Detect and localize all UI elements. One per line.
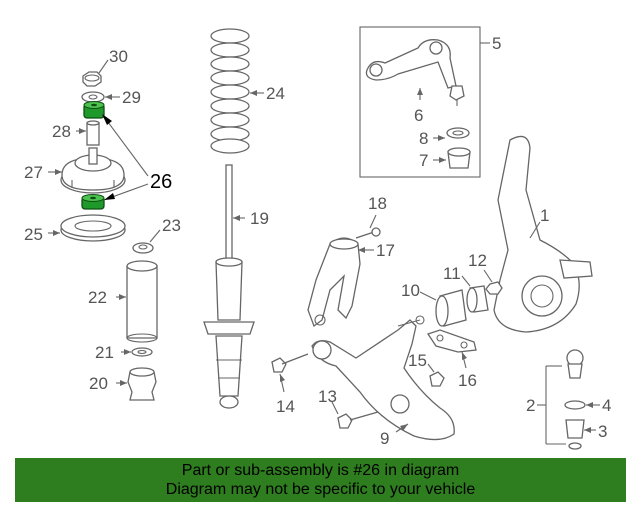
- part-7-bushing[interactable]: [447, 147, 471, 169]
- callout-29[interactable]: 29: [122, 88, 141, 107]
- part-11-bushing[interactable]: [466, 285, 489, 313]
- callout-28[interactable]: 28: [52, 122, 71, 141]
- callout-24[interactable]: 24: [266, 84, 285, 103]
- part-29-washer[interactable]: [81, 91, 105, 103]
- callout-7[interactable]: 7: [419, 151, 428, 170]
- part-23-bump-cap[interactable]: [132, 242, 154, 254]
- callout-19[interactable]: 19: [250, 209, 269, 228]
- callout-17[interactable]: 17: [376, 241, 395, 260]
- part-27-upper-mount[interactable]: [60, 147, 126, 194]
- part-30-nut[interactable]: [82, 71, 102, 87]
- part-20-bump-stop[interactable]: [127, 367, 157, 401]
- banner-line-1: Part or sub-assembly is #26 in diagram: [181, 462, 460, 479]
- part-10-bushing[interactable]: [435, 289, 467, 327]
- callout-20[interactable]: 20: [89, 374, 108, 393]
- callout-8[interactable]: 8: [419, 129, 428, 148]
- callout-18[interactable]: 18: [368, 194, 387, 213]
- part-6-upper-control-arm[interactable]: [365, 39, 465, 106]
- callout-15[interactable]: 15: [408, 351, 427, 370]
- part-16-bracket[interactable]: [426, 329, 477, 353]
- callout-12[interactable]: 12: [468, 251, 487, 270]
- callout-1[interactable]: 1: [540, 206, 549, 225]
- callout-13[interactable]: 13: [318, 387, 337, 406]
- callout-21[interactable]: 21: [95, 343, 114, 362]
- upper-arm-group-box: [359, 26, 481, 178]
- callout-4[interactable]: 4: [602, 396, 611, 415]
- part-12-nut[interactable]: [485, 281, 503, 295]
- part-19-strut[interactable]: [203, 164, 255, 409]
- part-3-boot[interactable]: [565, 419, 585, 450]
- callout-30[interactable]: 30: [109, 47, 128, 66]
- callout-23[interactable]: 23: [162, 216, 181, 235]
- banner-line-2: Diagram may not be specific to your vehi…: [165, 481, 476, 498]
- callout-9[interactable]: 9: [380, 429, 389, 448]
- part-1-steering-knuckle[interactable]: [493, 135, 593, 333]
- part-8-bushing-cap[interactable]: [446, 127, 470, 139]
- part-26-upper-bushing[interactable]: [83, 101, 105, 119]
- parts-diagram: 30 29 28 27 26: [24, 26, 611, 450]
- part-9-lower-control-arm[interactable]: [311, 315, 455, 441]
- callout-16[interactable]: 16: [458, 371, 477, 390]
- callout-25[interactable]: 25: [24, 225, 43, 244]
- part-17-fork[interactable]: [307, 237, 361, 328]
- callout-10[interactable]: 10: [401, 281, 420, 300]
- callout-27[interactable]: 27: [24, 163, 43, 182]
- info-banner: Part or sub-assembly is #26 in diagram D…: [15, 458, 626, 502]
- part-21-washer[interactable]: [131, 347, 153, 357]
- callout-6[interactable]: 6: [414, 106, 423, 125]
- callout-26[interactable]: 26: [150, 171, 172, 193]
- callout-11[interactable]: 11: [443, 264, 461, 283]
- part-18-bolt[interactable]: [355, 227, 381, 239]
- callout-22[interactable]: 22: [88, 288, 107, 307]
- part-24-coil-spring[interactable]: [210, 28, 250, 154]
- part-15-bolt[interactable]: [429, 371, 445, 387]
- callout-14[interactable]: 14: [276, 397, 295, 416]
- callout-2[interactable]: 2: [526, 396, 535, 415]
- part-3-ball-joint[interactable]: [566, 349, 584, 379]
- callout-5[interactable]: 5: [492, 34, 501, 53]
- part-28-spacer[interactable]: [86, 120, 100, 146]
- part-26-lower-bushing[interactable]: [81, 194, 105, 210]
- part-25-bearing[interactable]: [60, 214, 126, 242]
- part-4-snap-ring[interactable]: [564, 400, 586, 410]
- callout-3[interactable]: 3: [598, 422, 607, 441]
- part-22-dust-boot[interactable]: [126, 260, 158, 343]
- part-13-bolt[interactable]: [337, 411, 379, 429]
- part-14-bolt[interactable]: [271, 353, 309, 373]
